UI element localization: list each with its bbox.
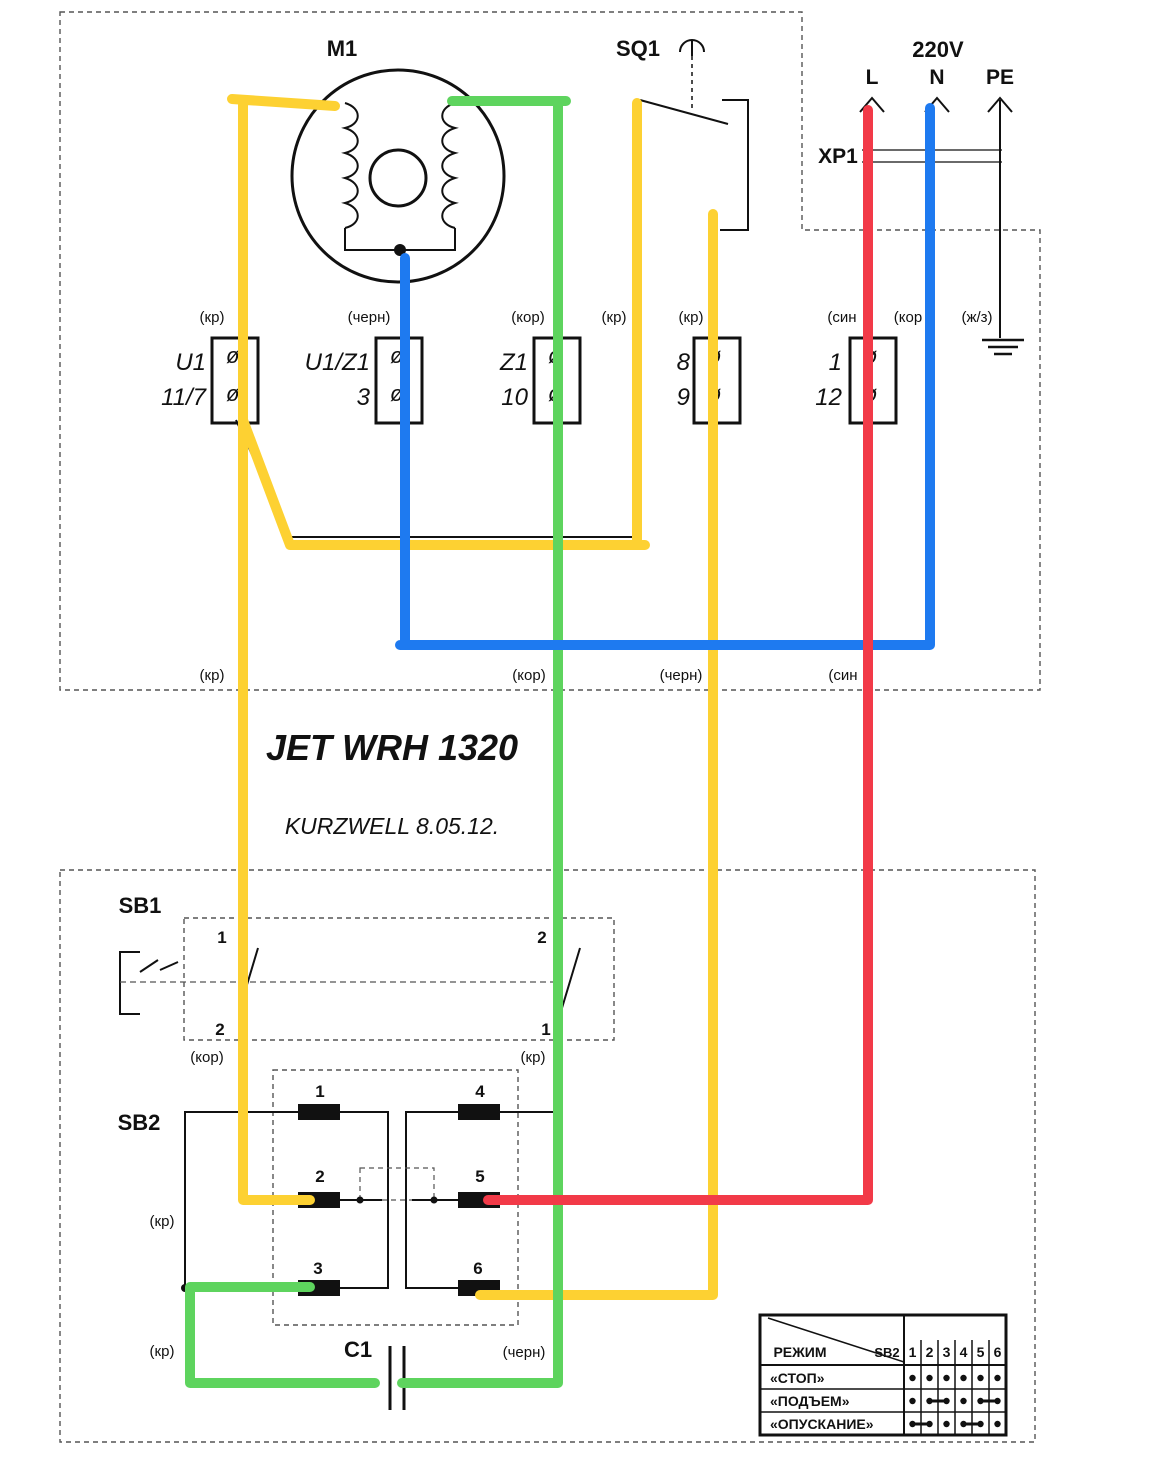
terminal-block-4: ø ø (кр) (кр) 8 9 [602, 309, 742, 425]
svg-text:ø: ø [226, 343, 239, 368]
power-input: 220V L N PE XP1 [818, 37, 1024, 356]
mode-table-column-2: 2 [926, 1344, 934, 1360]
sb1-contact-1-top: 1 [217, 928, 226, 947]
green-wire-motor [397, 96, 571, 1388]
model-title: JET WRH 1320 [266, 727, 518, 768]
terminal-5-top-label: 1 [829, 349, 842, 376]
switch-sb2: SB2 1 2 3 4 5 6 (кр) (кр) [118, 1069, 558, 1360]
mode-table-column-6: 6 [994, 1344, 1002, 1360]
terminal-3-top-label: Z1 [499, 349, 528, 376]
terminal-block-3: ø ø (кор) Z1 10 [499, 309, 582, 425]
sb2-label: SB2 [118, 1110, 161, 1135]
terminal-5-right-wire-label: (кор [894, 309, 922, 326]
terminal-4-wire-label: (кр) [679, 309, 704, 326]
mode-table-dot [994, 1420, 1001, 1428]
mode-table-column-4: 4 [960, 1344, 968, 1360]
mode-table-dot [943, 1374, 950, 1382]
wire-overlays [185, 94, 935, 1388]
terminal-block-5: ø ø (син (кор 1 12 [815, 309, 922, 425]
voltage-label: 220V [912, 37, 964, 62]
terminal-3-wire-label: (кор) [511, 309, 544, 326]
sb2-contact-1 [298, 1104, 340, 1120]
sb1-contact-2-top: 2 [537, 928, 546, 947]
ground-icon [982, 338, 1024, 356]
mode-table-header-switch: SB2 [874, 1345, 899, 1360]
terminal-1-top-label: U1 [175, 349, 206, 376]
mode-table-row-label: «СТОП» [770, 1370, 825, 1386]
sb2-contact-2-label: 2 [315, 1167, 324, 1186]
top-enclosure-outline [59, 11, 1041, 691]
terminal-5-wire-label: (син [827, 309, 856, 326]
terminal-3-bottom-label: 10 [501, 384, 528, 411]
pe-wire-label: (ж/з) [961, 309, 992, 326]
motor-label: M1 [327, 36, 358, 61]
terminal-5-bottom-label: 12 [815, 384, 842, 411]
limit-switch-icon [679, 39, 705, 112]
yellow-wire-motor [227, 94, 650, 1205]
mode-table-dot [960, 1397, 967, 1405]
mode-table-dot [994, 1374, 1001, 1382]
sb2-contact-4 [458, 1104, 500, 1120]
mode-table-dot [977, 1374, 984, 1382]
switch-sb1: SB1 1 2 2 1 (кор) (кр) [119, 893, 615, 1066]
sb1-left-wire-label: (кор) [190, 1049, 223, 1066]
bottom-wire-3-label: (черн) [660, 667, 703, 684]
mode-table-row-label: «ПОДЪЕМ» [770, 1393, 850, 1409]
mode-table-dot [943, 1420, 950, 1428]
mode-table-column-1: 1 [909, 1344, 917, 1360]
mode-table-dot [909, 1374, 916, 1382]
line-l-label: L [866, 66, 879, 89]
limit-switch-sq1: SQ1 [616, 36, 749, 231]
terminal-1-wire-label: (кр) [200, 309, 225, 326]
sb2-wire-2-label: (кр) [150, 1343, 175, 1360]
sb1-label: SB1 [119, 893, 162, 918]
connector-xp1-label: XP1 [818, 145, 858, 168]
sb2-contact-3-label: 3 [313, 1259, 322, 1278]
mode-table-column-3: 3 [943, 1344, 951, 1360]
terminal-4-top-label: 8 [677, 349, 691, 376]
mode-table-row-label: «ОПУСКАНИЕ» [770, 1416, 874, 1432]
bottom-wire-4-label: (син [828, 667, 857, 684]
author-date: KURZWELL 8.05.12. [285, 813, 499, 839]
sb1-contact-2-bottom: 2 [215, 1020, 224, 1039]
bottom-wire-1-label: (кр) [200, 667, 225, 684]
motor-m1: M1 [290, 36, 506, 284]
capacitor-label: C1 [344, 1337, 372, 1362]
bottom-wire-2-label: (кор) [512, 667, 545, 684]
sb2-contact-6-label: 6 [473, 1259, 482, 1278]
capacitor-c1: C1 (черн) [344, 1337, 545, 1410]
mode-table-header-mode: РЕЖИМ [773, 1344, 826, 1360]
terminal-1-bottom-label: 11/7 [161, 384, 208, 411]
sb2-contact-5-label: 5 [475, 1167, 484, 1186]
sb2-contact-4-label: 4 [475, 1082, 485, 1101]
bottom-enclosure-outline [59, 869, 1036, 1443]
blue-wire-neutral [395, 103, 935, 650]
terminal-2-wire-label: (черн) [348, 309, 391, 326]
line-pe-label: PE [986, 66, 1014, 89]
capacitor-wire-label: (черн) [503, 1344, 546, 1361]
terminal-4-bottom-label: 9 [677, 384, 690, 411]
terminal-2-top-label: U1/Z1 [305, 349, 370, 376]
terminal-block-1: ø ø (кр) U1 11/7 [161, 309, 260, 425]
mode-table-column-5: 5 [977, 1344, 985, 1360]
terminal-2-bottom-label: 3 [357, 384, 371, 411]
line-n-label: N [929, 66, 944, 89]
sb2-wire-1-label: (кр) [150, 1213, 175, 1230]
mode-table-dot [960, 1374, 967, 1382]
sb1-right-wire-label: (кр) [521, 1049, 546, 1066]
mode-table-dot [926, 1374, 933, 1382]
svg-text:ø: ø [226, 381, 239, 406]
sb2-contact-1-label: 1 [315, 1082, 324, 1101]
green-wire-capacitor [185, 1282, 380, 1388]
red-wire-line [483, 105, 873, 1205]
mode-table-dot [909, 1397, 916, 1405]
limit-switch-label: SQ1 [616, 36, 660, 61]
sb1-contact-1-bottom: 1 [541, 1020, 550, 1039]
terminal-4-left-wire-label: (кр) [602, 309, 627, 326]
